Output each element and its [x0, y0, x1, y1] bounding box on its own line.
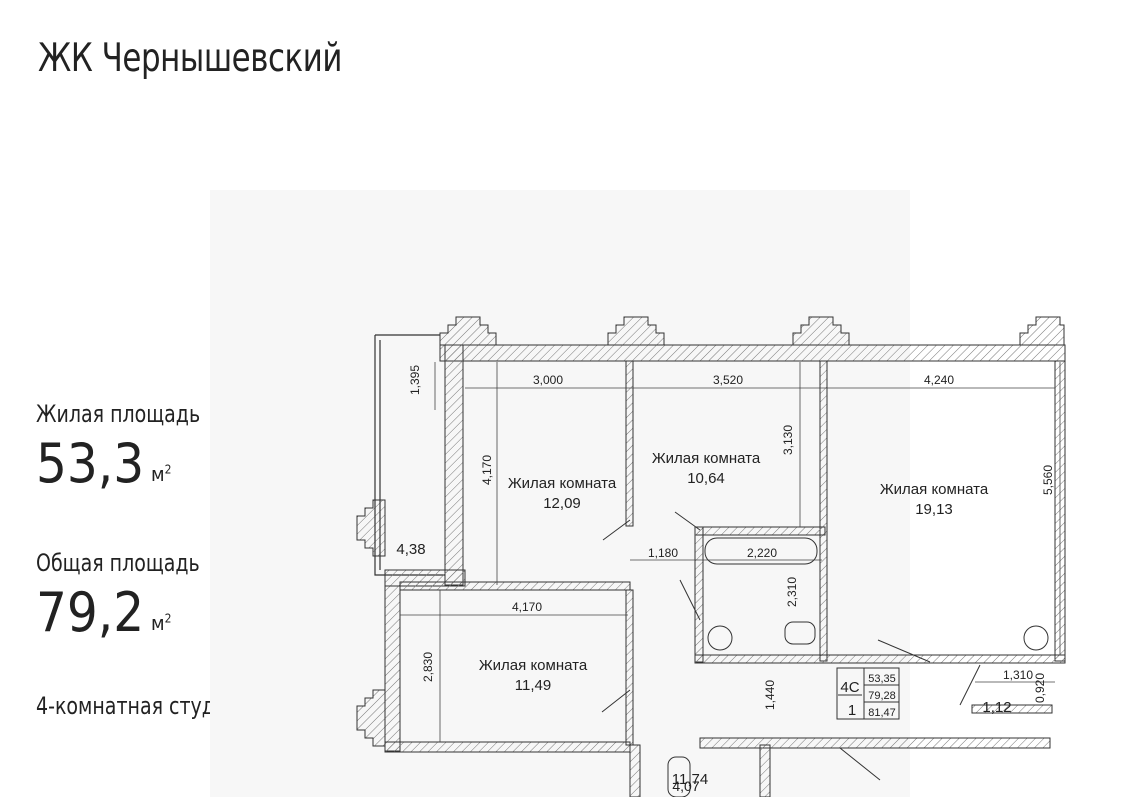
room-area: 12,09: [543, 495, 581, 512]
balcony-area: 4,38: [396, 541, 425, 558]
door-swing-icons: [601, 511, 981, 781]
toilet-icon: [784, 621, 816, 645]
room-labels: Жилая комната 12,09 Жилая комната 10,64 …: [396, 450, 1011, 794]
room-area: 11,49: [515, 677, 551, 694]
dimension: 5,560: [1041, 465, 1055, 495]
dimension: 1,180: [648, 546, 678, 560]
dimension: 4,240: [924, 373, 954, 387]
room-name: Жилая комната: [508, 475, 617, 492]
washbasin-icon: [1023, 625, 1049, 651]
dimension: 2,830: [421, 652, 435, 682]
room-area: 19,13: [915, 501, 953, 518]
room-name: Жилая комната: [652, 450, 761, 467]
apartment-type: 4-комнатная студия: [36, 692, 239, 720]
unit-sup: 2: [164, 462, 172, 477]
dimension: 1,440: [763, 680, 777, 710]
living-area: 53,3 м2: [36, 432, 171, 495]
legend-value: 53,35: [868, 673, 896, 685]
total-area-unit: м2: [151, 611, 171, 635]
legend-code: 4С: [840, 679, 859, 696]
total-area: 79,2 м2: [36, 581, 171, 644]
unit-text: м: [151, 611, 165, 635]
dimension: 4,170: [512, 600, 542, 614]
dimension: 0,920: [1033, 673, 1047, 703]
shower-icon: [667, 756, 691, 797]
bathtub-icon: [704, 537, 818, 565]
dimension: 3,520: [713, 373, 743, 387]
plan-background: [210, 190, 910, 797]
bath-area: 4,07: [672, 778, 699, 794]
window-bay-icons: [356, 316, 1065, 747]
room-area: 10,64: [687, 470, 725, 487]
legend-value: 81,47: [868, 707, 896, 719]
legend-value: 79,28: [868, 690, 896, 702]
living-area-label: Жилая площадь: [36, 400, 201, 428]
dimension: 2,220: [747, 546, 777, 560]
sink-icon: [707, 625, 733, 651]
page-title: ЖК Чернышевский: [38, 36, 342, 81]
total-area-value: 79,2: [36, 581, 145, 644]
dimension-lines: [400, 362, 1061, 742]
storage-area: 1,12: [982, 699, 1011, 716]
unit-sup: 2: [164, 611, 172, 626]
unit-text: м: [151, 462, 165, 486]
hall-area: 11,74: [672, 771, 708, 788]
fixtures: [601, 511, 1049, 797]
dimension: 3,000: [533, 373, 563, 387]
dimension: 1,310: [1003, 668, 1033, 682]
dimension-labels: 3,000 3,520 4,240 1,395 4,170 3,130 5,56…: [408, 365, 1055, 710]
living-area-value: 53,3: [36, 432, 145, 495]
apartment-legend: 4С 1 53,35 79,28 81,47: [836, 667, 900, 720]
dimension: 1,395: [408, 365, 422, 395]
room-name: Жилая комната: [479, 657, 588, 674]
room-name: Жилая комната: [880, 481, 989, 498]
walls: [356, 316, 1066, 797]
total-area-label: Общая площадь: [36, 549, 200, 577]
living-area-unit: м2: [151, 462, 171, 486]
dimension: 4,170: [480, 455, 494, 485]
dimension: 3,130: [781, 425, 795, 455]
dimension: 2,310: [785, 577, 799, 607]
legend-floor: 1: [848, 702, 856, 719]
